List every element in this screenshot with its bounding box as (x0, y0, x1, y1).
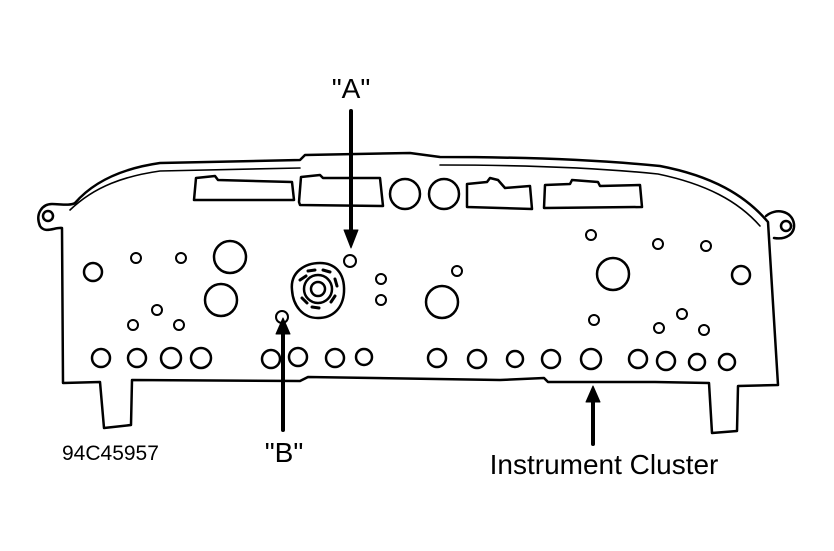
screw-terminal (375, 294, 387, 306)
bulb-socket (730, 264, 752, 286)
lamp-socket (189, 346, 213, 370)
lamp-socket (90, 347, 112, 369)
connector-3 (465, 176, 534, 211)
screw-terminal (127, 319, 139, 331)
lamp-socket (687, 352, 707, 372)
lamp-socket (354, 347, 374, 367)
figure-id: 94C45957 (62, 442, 159, 465)
right-mounting-hole (779, 219, 793, 233)
screw-terminal (653, 322, 665, 334)
callout-b-label: "B" (265, 437, 304, 468)
lamp-socket (717, 352, 737, 372)
left-mounting-hole (41, 209, 55, 223)
screw-terminal (698, 324, 710, 336)
lamp-socket (260, 348, 282, 370)
lamp-socket (159, 346, 183, 370)
screw-terminal (175, 252, 187, 264)
callout-b-arrowhead (275, 317, 291, 335)
lamp-socket (466, 348, 488, 370)
top-socket-left (388, 177, 422, 211)
gauge-mechanism (290, 261, 346, 320)
screw-terminal (375, 273, 387, 285)
top-socket-right (427, 177, 461, 211)
lamp-socket (324, 347, 346, 369)
lamp-socket (505, 349, 525, 369)
lamp-socket (579, 347, 603, 371)
lamp-socket (426, 347, 448, 369)
connector-1 (192, 174, 296, 202)
connector-2 (297, 173, 385, 208)
bottom-lamp-sockets (90, 346, 737, 372)
screw-terminal (451, 265, 463, 277)
lamp-socket (655, 350, 677, 372)
cluster-housing-inner-edge (69, 164, 761, 227)
screw-terminal (652, 238, 664, 250)
screw-terminal (343, 254, 357, 268)
bulb-socket (595, 256, 631, 292)
bulb-socket (203, 282, 239, 318)
screw-terminal (130, 252, 142, 264)
bulb-socket (82, 261, 104, 283)
bulb-socket (212, 239, 248, 275)
screw-terminal (700, 240, 712, 252)
callout-a-arrowhead (343, 229, 359, 249)
callout-a-label: "A" (332, 73, 371, 104)
screw-terminal (588, 314, 600, 326)
right-mounting-ear (764, 210, 796, 240)
screw-terminals (127, 229, 712, 336)
bulb-socket (424, 284, 460, 320)
cluster-housing-outline (37, 151, 780, 435)
lamp-socket (126, 347, 148, 369)
component-label: Instrument Cluster (490, 449, 719, 480)
connector-4 (542, 178, 644, 210)
lamp-socket (627, 348, 649, 370)
instrument-cluster-arrowhead (585, 385, 601, 403)
screw-terminal (151, 304, 163, 316)
lamp-socket (287, 346, 309, 368)
screw-terminal (173, 319, 185, 331)
lamp-socket (540, 348, 562, 370)
screw-terminal (676, 308, 688, 320)
screw-terminal (585, 229, 597, 241)
